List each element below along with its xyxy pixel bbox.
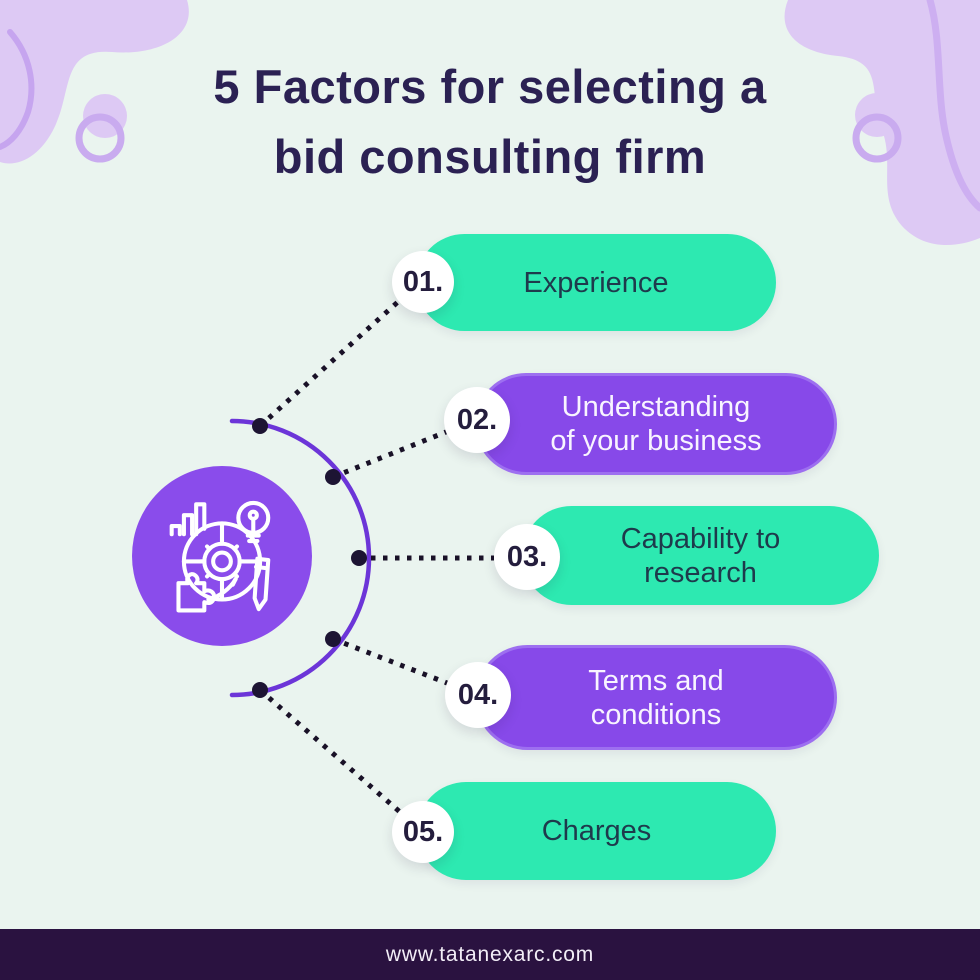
factor-label: Experience: [523, 266, 669, 299]
connector-line-2: [332, 429, 447, 480]
factor-pill-5: Charges: [417, 782, 776, 880]
factor-label: Understanding: [561, 391, 751, 423]
factor-label-line2: conditions: [590, 698, 722, 731]
pencil-icon: [252, 556, 271, 612]
page-title: 5 Factors for selecting a bid consulting…: [0, 52, 980, 192]
factor-number: 01.: [402, 265, 444, 298]
factor-pill-3: Capability to research: [522, 506, 879, 605]
bar-chart-icon: [169, 502, 207, 537]
footer-bar: www.tatanexarc.com: [0, 929, 980, 980]
connector-line-4: [332, 636, 448, 686]
factor-label: Capability to: [620, 522, 781, 555]
arc-dot-5: [252, 682, 268, 698]
puzzle-icon: [176, 572, 217, 613]
factor-pill-1: Experience: [416, 234, 776, 331]
factor-label-line2: research: [644, 556, 757, 589]
footer-website: www.tatanexarc.com: [385, 942, 595, 966]
arc-dot-3: [351, 550, 367, 566]
arc-dot-2: [325, 469, 341, 485]
connector-line-5: [258, 688, 402, 814]
gear-icon: [198, 538, 246, 585]
lightbulb-icon: [236, 500, 271, 544]
factor-label-line2: of your business: [550, 425, 762, 457]
factor-number-badge-2: 02.: [444, 387, 510, 453]
process-strategy-icon: [169, 500, 271, 613]
arc-dot-1: [252, 418, 268, 434]
factor-pill-2: Understanding of your business: [475, 373, 837, 475]
arc-dot-4: [325, 631, 341, 647]
factor-number: 05.: [402, 815, 444, 848]
factor-number: 04.: [457, 678, 499, 711]
central-hub-circle: [132, 466, 312, 646]
factor-pill-4: Terms and conditions: [475, 645, 837, 750]
factor-label: Terms and: [588, 664, 724, 697]
factor-number-badge-5: 05.: [392, 801, 454, 863]
factor-number: 03.: [506, 540, 548, 573]
factor-label: Charges: [541, 815, 652, 847]
factor-number-badge-4: 04.: [445, 662, 511, 728]
factor-number-badge-3: 03.: [494, 524, 560, 590]
swoosh-tick: [230, 577, 238, 587]
factor-number-badge-1: 01.: [392, 251, 454, 313]
page-title-line2: bid consulting firm: [273, 130, 707, 183]
factor-number: 02.: [456, 403, 498, 436]
connector-line-1: [258, 298, 402, 428]
page-title-line1: 5 Factors for selecting a: [213, 60, 767, 113]
